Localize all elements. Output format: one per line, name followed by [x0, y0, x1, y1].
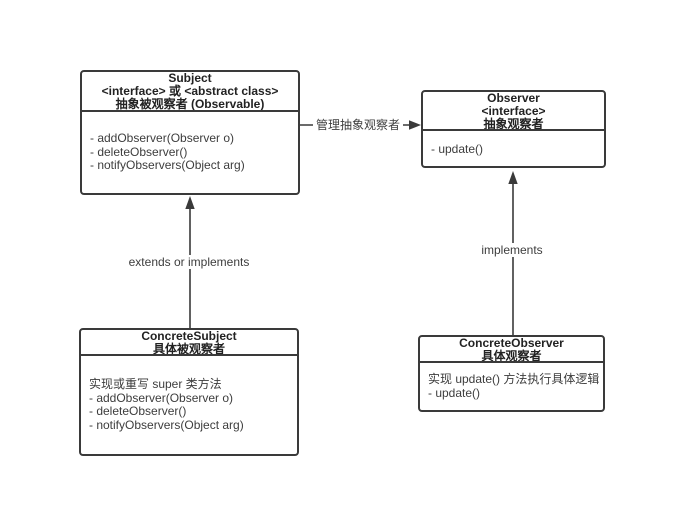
relation-label-manage: 管理抽象观察者	[312, 118, 404, 132]
class-body-subject: - addObserver(Observer o) - deleteObserv…	[82, 112, 298, 173]
relation-label-extends: extends or implements	[125, 255, 253, 269]
class-stereotype: <interface>	[481, 104, 546, 118]
class-cn-name: 抽象观察者	[483, 117, 544, 131]
member-row: - update()	[431, 142, 484, 156]
class-cn-name: 抽象被观察者 (Observable)	[115, 97, 265, 111]
member-row: - notifyObservers(Object arg)	[90, 158, 245, 172]
class-body-concrete-observer: 实现 update() 方法执行具体逻辑 - update()	[420, 363, 603, 400]
class-box-concrete-observer: ConcreteObserver 具体观察者 实现 update() 方法执行具…	[418, 335, 605, 412]
relation-implements-arrow	[508, 171, 518, 335]
class-header-concrete-subject: ConcreteSubject 具体被观察者	[81, 330, 297, 356]
class-title: ConcreteObserver	[459, 337, 564, 350]
class-box-subject: Subject <interface> 或 <abstract class> 抽…	[80, 70, 300, 195]
class-header-subject: Subject <interface> 或 <abstract class> 抽…	[82, 72, 298, 112]
member-row: 实现或重写 super 类方法	[89, 377, 222, 391]
class-header-observer: Observer <interface> 抽象观察者	[423, 92, 604, 131]
member-row: 实现 update() 方法执行具体逻辑	[428, 372, 600, 386]
class-header-concrete-observer: ConcreteObserver 具体观察者	[420, 337, 603, 363]
member-row: - notifyObservers(Object arg)	[89, 417, 244, 432]
class-box-observer: Observer <interface> 抽象观察者 - update()	[421, 90, 606, 168]
class-body-concrete-subject: 实现或重写 super 类方法 - addObserver(Observer o…	[81, 356, 297, 432]
class-body-observer: - update()	[423, 131, 604, 157]
class-box-concrete-subject: ConcreteSubject 具体被观察者 实现或重写 super 类方法 -…	[79, 328, 299, 456]
member-row: - deleteObserver()	[90, 144, 188, 159]
member-row: - update()	[428, 385, 481, 400]
member-row: - deleteObserver()	[89, 404, 187, 418]
class-title: Subject	[168, 72, 212, 85]
class-cn-name: 具体被观察者	[152, 342, 225, 356]
class-cn-name: 具体观察者	[481, 349, 542, 363]
member-row: - addObserver(Observer o)	[89, 390, 234, 405]
class-title: ConcreteSubject	[141, 330, 237, 343]
class-stereotype: <interface> 或 <abstract class>	[101, 84, 279, 98]
relation-label-implements: implements	[478, 243, 546, 257]
member-row: - addObserver(Observer o)	[90, 131, 235, 145]
class-title: Observer	[487, 92, 540, 105]
